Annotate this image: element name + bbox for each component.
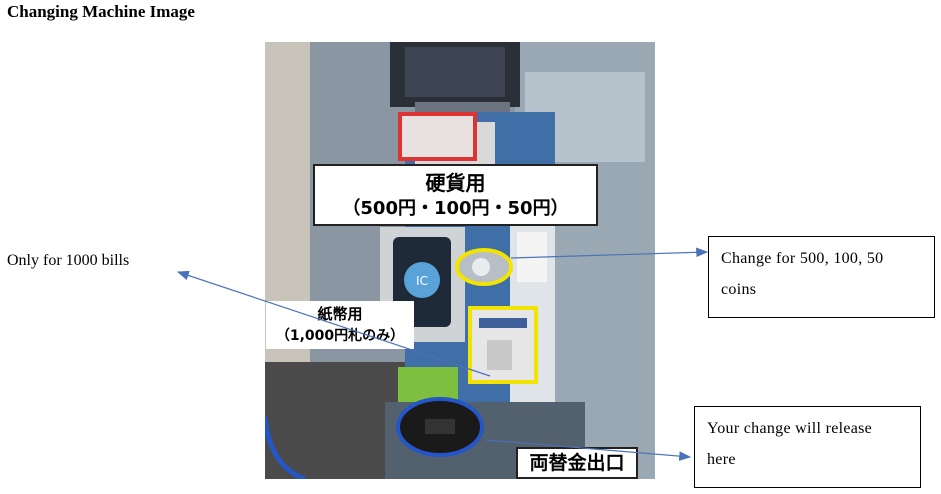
arrow-to-release-callout — [485, 439, 692, 461]
arrow-to-coin-callout — [510, 247, 709, 259]
svg-text:IC: IC — [416, 274, 428, 288]
bill-slot-label-detail: （1,000円札のみ） — [275, 328, 405, 344]
coin-slot-label-title: 硬貨用 — [425, 171, 486, 195]
coin-change-callout-line1: Change for 500, 100, 50 — [721, 250, 884, 267]
coin-change-callout: Change for 500, 100, 50 coins — [708, 236, 935, 318]
release-callout-line1: Your change will release — [707, 420, 873, 437]
coin-slot-label-detail: （500円・100円・50円） — [342, 198, 569, 219]
machine-illustration: IC — [265, 42, 655, 479]
changing-machine-photo: IC — [265, 42, 655, 479]
release-callout-line2: here — [707, 451, 736, 468]
coin-change-callout-line2: coins — [721, 281, 757, 298]
bill-slot-label-title: 紙幣用 — [317, 305, 363, 323]
release-callout: Your change will release here — [694, 406, 921, 488]
coin-slot-label: 硬貨用 （500円・100円・50円） — [313, 164, 598, 226]
bill-only-note: Only for 1000 bills — [7, 252, 130, 269]
page-heading: Changing Machine Image — [7, 2, 195, 21]
arrow-to-bill-note — [176, 270, 491, 377]
bill-slot-label: 紙幣用 （1,000円札のみ） — [266, 301, 414, 349]
